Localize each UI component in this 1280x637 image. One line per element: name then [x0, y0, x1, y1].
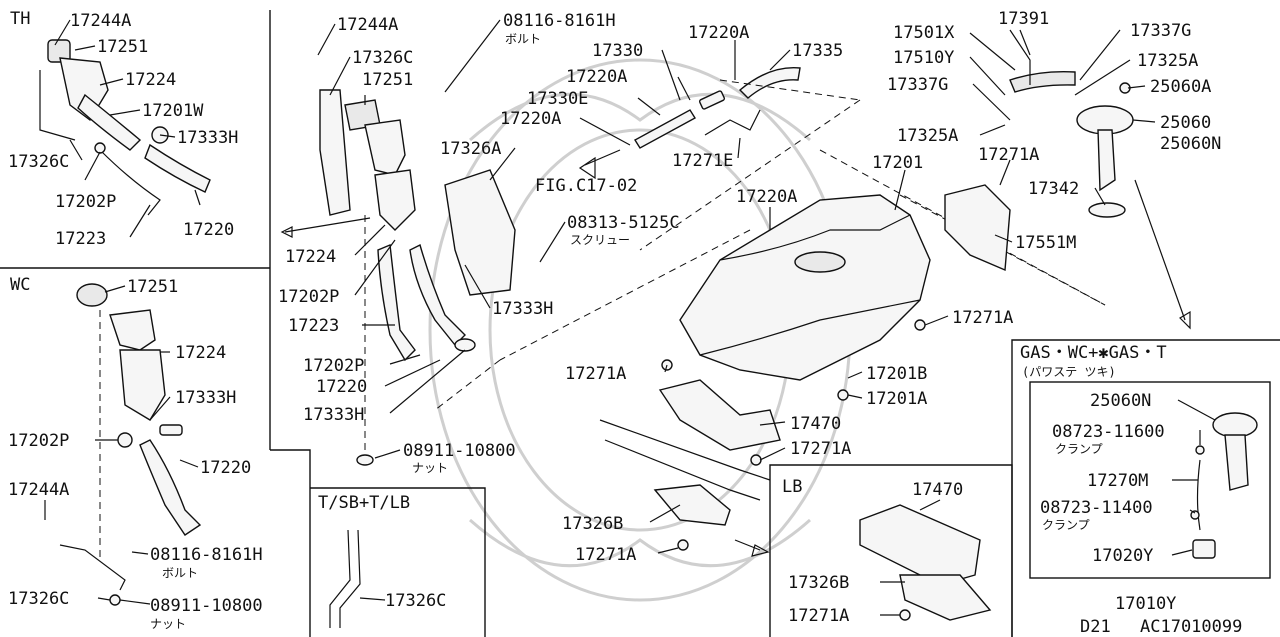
part-label: 17271A [978, 145, 1039, 165]
part-label: 08911-10800 [403, 441, 516, 461]
part-label: 17391 [998, 9, 1049, 29]
gas-parts [1190, 412, 1258, 559]
part-label: 17223 [288, 316, 339, 336]
part-label: 17342 [1028, 179, 1079, 199]
part-label: 25060N [1090, 391, 1151, 411]
part-label: 17501X [893, 23, 955, 43]
part-label-note: ナット [150, 617, 186, 631]
footer-code: AC17010099 [1140, 617, 1242, 637]
part-label: 17020Y [1092, 546, 1153, 566]
part-label: 17224 [285, 247, 336, 267]
tsb-parts [329, 529, 361, 628]
part-label: 17330 [592, 41, 643, 61]
part-label: 17201A [866, 389, 927, 409]
part-label: 17201W [142, 101, 204, 121]
part-label: 17010Y [1115, 594, 1176, 614]
part-label: 17244A [70, 11, 131, 31]
part-label: 17271A [575, 545, 636, 565]
footer-model: D21 [1080, 617, 1111, 637]
part-label: 17326B [562, 514, 623, 534]
part-label: 17270M [1087, 471, 1148, 491]
part-label: 17333H [175, 388, 236, 408]
part-label: 17326B [788, 573, 849, 593]
part-label-note: ナット [412, 461, 448, 475]
vent-parts [578, 66, 861, 251]
section-title-lb: LB [782, 477, 802, 497]
part-label: 17271A [565, 364, 626, 384]
part-label: 17326C [8, 589, 69, 609]
part-label: 17337G [1130, 21, 1191, 41]
part-label: 17271A [788, 606, 849, 626]
part-label: 17330E [527, 89, 588, 109]
part-label: 17251 [97, 37, 148, 57]
part-label: 17510Y [893, 48, 954, 68]
section-subtitle-gas: (パワステ ツキ) [1022, 365, 1116, 379]
part-label: 17326C [8, 152, 69, 172]
part-label: 17220 [200, 458, 251, 478]
leader-lines [44, 19, 1216, 616]
part-label: 17470 [790, 414, 841, 434]
part-label: 17251 [127, 277, 178, 297]
th-parts [39, 39, 211, 216]
part-label: 08911-10800 [150, 596, 263, 616]
part-label-note: クランプ [1042, 518, 1090, 532]
section-frames [0, 10, 1280, 637]
part-label: 17202P [8, 431, 69, 451]
section-title-tsb: T/SB+T/LB [318, 493, 410, 513]
part-label: 17223 [55, 229, 106, 249]
part-label: 08116-8161H [503, 11, 616, 31]
section-title-th: TH [10, 9, 30, 29]
lb-parts [859, 504, 992, 621]
part-label: 17202P [278, 287, 339, 307]
part-label: 17220A [736, 187, 797, 207]
part-label: 25060 [1160, 113, 1211, 133]
part-label: 17326A [440, 139, 501, 159]
part-label: 17224 [125, 70, 176, 90]
part-label: 17333H [303, 405, 364, 425]
part-label-note: スクリュー [570, 233, 630, 247]
main-filler-parts [280, 89, 516, 466]
part-label: 17271A [952, 308, 1013, 328]
part-label: 25060N [1160, 134, 1221, 154]
part-label: 17271E [672, 151, 733, 171]
part-label: 17551M [1015, 233, 1076, 253]
part-label: 17202P [55, 192, 116, 212]
tank-brackets [599, 319, 926, 557]
part-label: 25060A [1150, 77, 1211, 97]
part-label: FIG.C17-02 [535, 176, 637, 196]
part-label-note: ボルト [505, 32, 541, 46]
part-label: 17244A [8, 480, 69, 500]
part-label: 17325A [897, 126, 958, 146]
part-label: 08116-8161H [150, 545, 263, 565]
part-label: 08723-11600 [1052, 422, 1165, 442]
part-label: 17337G [887, 75, 948, 95]
part-label: 17220A [566, 67, 627, 87]
part-label: 08723-11400 [1040, 498, 1153, 518]
part-label: 17244A [337, 15, 398, 35]
part-label: 17220A [500, 109, 561, 129]
part-label-note: ボルト [162, 566, 198, 580]
part-label: 17326C [385, 591, 446, 611]
part-label: 17220 [316, 377, 367, 397]
part-label: 17220A [688, 23, 749, 43]
part-label: 17202P [303, 356, 364, 376]
part-label: 17224 [175, 343, 226, 363]
part-label: 17201B [866, 364, 927, 384]
section-title-wc: WC [10, 275, 30, 295]
part-label: 17325A [1137, 51, 1198, 71]
wc-parts [59, 283, 202, 606]
part-label: 17251 [362, 70, 413, 90]
part-label: 17470 [912, 480, 963, 500]
part-label: 17333H [177, 128, 238, 148]
part-label: 17271A [790, 439, 851, 459]
part-label: 08313-5125C [567, 213, 680, 233]
part-label: 17326C [352, 48, 413, 68]
part-label: 17220 [183, 220, 234, 240]
part-label-note: クランプ [1055, 442, 1103, 456]
section-title-gas: GAS・WC+✱GAS・T [1020, 343, 1167, 363]
part-label: 17335 [792, 41, 843, 61]
part-label: 17333H [492, 299, 553, 319]
part-label: 17201 [872, 153, 923, 173]
